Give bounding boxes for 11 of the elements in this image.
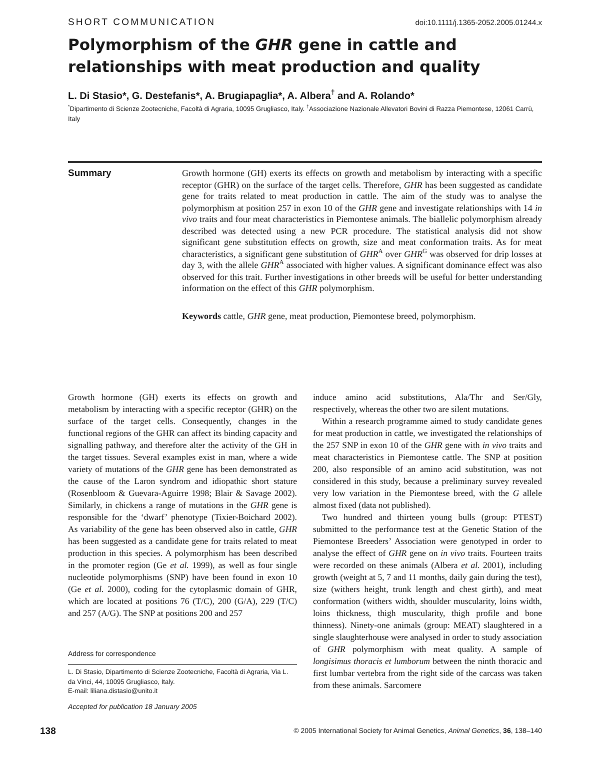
body-paragraph: Within a research programme aimed to study candidate genes for meat production in cattle, we investigated the relationships of the 257 SNP in exon 10 of the GHR gene with in vivo traits and meat characteristics in Piemontese cattle. The SNP at position 200, also responsible of an amino acid substitution, was not considered in this study, because a preliminary survey revealed very low variation in the Piemontese breed, with the G allele almost fixed (data not published).	[313, 415, 542, 511]
body-paragraph: Two hundred and thirteen young bulls (group: PTEST) submitted to the performance test at the Genetic Station of the Piemontese Breeders’ Association were genotyped in order to analyse the effect of GHR gene on in vivo traits. Fourteen traits were recorded on these animals (Albera et al. 2001), including growth (weight at 5, 7 and 11 months, daily gain during the test), size (withers height, trunk length and chest girth), and meat conformation (withers width, shoulder muscularity, loins width, loins thickness, thigh muscularity, thigh profile and bone thinness). Ninety-one animals (group: MEAT) slaughtered in a single slaughterhouse were analysed in order to study association of GHR polymorphism with meat quality. A sample of longisimus thoracis et lumborum between the ninth thoracic and first lumbar vertebra from the right side of the carcass was taken from these animals. Sarcomere	[313, 511, 542, 691]
abstract-text: Growth hormone (GH) exerts its effects on growth and metabolism by interacting with a specific receptor (GHR) on the surface of the target cells. Therefore, GHR has been suggested as candidate gene for traits related to meat production in cattle. The aim of the study was to analyse the polymorphism at position 257 in exon 10 of the GHR gene and investigate relationships with 14 in vivo traits and four meat characteristics in Piemontese animals. The biallelic polymorphism already described was detected using a new PCR procedure. The statistical analysis did not show significant gene substitution effects on growth, size and meat conformation traits. As for meat characteristics, a significant gene substitution of GHR$^{A}$ over GHR$^{G}$ was observed for drip losses at day 3, with the allele GHR$^{A}$ associated with higher values. A significant dominance effect was also observed for this trait. Further investigations in other breeds will be useful for better understanding information on the effect of this GHR polymorphism.	[182, 168, 542, 296]
author-list: L. Di Stasio*, G. Destefanis*, A. Brugiapaglia*, A. Albera$^{†}$ and A. Rolando*	[68, 90, 542, 104]
section-header: SHORT COMMUNICATION	[68, 17, 217, 29]
section-heading: Summary	[68, 168, 112, 180]
body-paragraph: induce amino acid substitutions, Ala/Thr and Ser/Gly, respectively, whereas the other two are silent mutations.	[313, 391, 542, 415]
keywords-text: Keywords cattle, GHR gene, meat production, Piemontese breed, polymorphism.	[182, 310, 477, 322]
article-title: Polymorphism of the GHR gene in cattle and relationships with meat production and quality	[68, 35, 482, 78]
body-paragraph: Growth hormone (GH) exerts its effects on growth and metabolism by interacting with a specific receptor (GHR) on the surface of the target cells. Consequently, changes in the functional regions of the GHR can affect its binding capacity and signalling pathway, and therefore alter the activity of the GH in the target tissues. Several examples exist in man, where a wide variety of mutations of the GHR gene has been demonstrated as the cause of the Laron syndrom and idiopathic short stature (Rosenbloom & Guevara-Aguirre 1998; Blair & Savage 2002). Similarly, in chickens a range of mutations in the GHR gene is responsible for the ‘dwarf’ phenotype (Tixier-Boichard 2002). As variability of the gene has been observed also in cattle, GHR has been suggested as a candidate gene for traits related to meat production in this species. A polymorphism has been described in the promoter region (Ge et al. 1999), as well as four single nucleotide polymorphisms (SNP) have been found in exon 10 (Ge et al. 2000), coding for the cytoplasmic domain of GHR, which are located at positions 76 (T/C), 200 (G/A), 229 (T/C) and 257 (A/G). The SNP at positions 200 and 257	[68, 391, 297, 619]
page-number: 138	[40, 726, 57, 738]
